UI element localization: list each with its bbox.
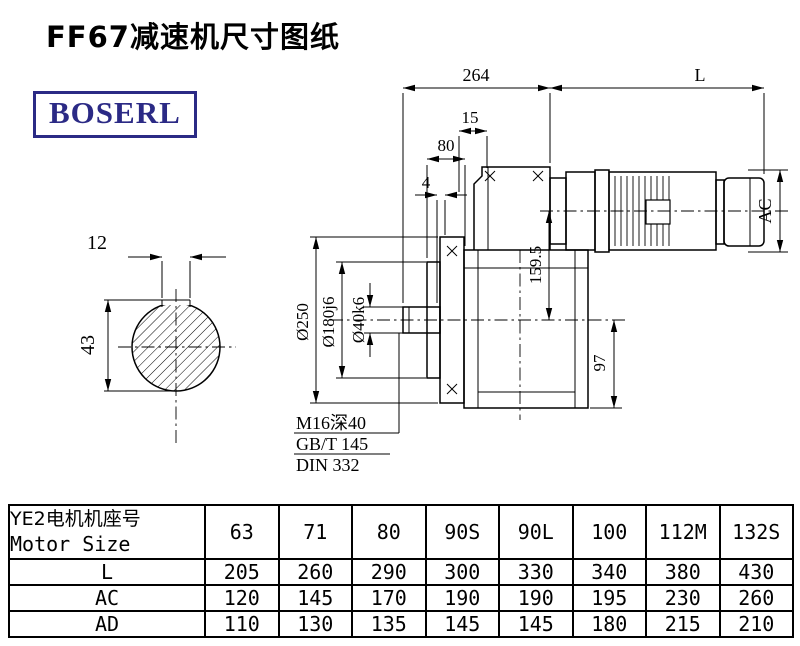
cell: 110 [204,610,280,638]
tapped-hole-note: M16深40 [296,413,366,433]
cell: 135 [351,610,427,638]
cell: 190 [424,584,500,612]
cross-marks [446,170,544,395]
col-header: 90L [498,504,574,560]
motor-size-label-en: Motor Size [10,531,131,556]
motor-rear-bearing [715,179,725,245]
motor-size-label-cn: YE2电机机座号 [10,508,141,531]
technical-drawing: 12 43 [77,65,792,475]
col-header: 100 [571,504,647,560]
cell: 290 [351,558,427,586]
page-title: FF67减速机尺寸图纸 [46,20,340,54]
cell: 120 [204,584,280,612]
dim-spigot-dia-label: Ø180j6 [319,297,338,348]
cell: 300 [424,558,500,586]
row-label: AD [8,610,206,638]
motor-size-header-cell: YE2电机机座号 Motor Size [8,504,206,560]
cell: 145 [277,584,353,612]
dimensions: 264 L 15 80 4 AC 159.5 97 Ø250 [293,65,788,409]
col-header: 80 [351,504,427,560]
cell: 380 [645,558,721,586]
dim-4-label: 4 [422,173,431,192]
dim-keyway-width: 12 [87,232,226,298]
spec-table: YE2电机机座号 Motor Size 63 71 80 90S 90L 100… [8,504,794,638]
dim-97-label: 97 [590,354,609,372]
keyway-depth-label: 43 [77,335,99,355]
shaft-section-view: 12 43 [77,232,236,443]
cell: 260 [277,558,353,586]
table-row-AC: AC 120 145 170 190 190 195 230 260 [8,584,794,612]
thread-note: M16深40 GB/T 145 DIN 332 [294,333,400,475]
cell: 210 [718,610,794,638]
gearbox-view [402,166,596,409]
cell: 180 [571,610,647,638]
table-row-AD: AD 110 130 135 145 145 180 215 210 [8,610,794,638]
dim-flange-dia-label: Ø250 [293,303,312,341]
cell: 195 [571,584,647,612]
cell: 340 [571,558,647,586]
standard-note-1: GB/T 145 [296,434,368,454]
dim-159-5-label: 159.5 [526,246,545,284]
motor-nameplate [645,199,671,225]
housing-upper [473,166,551,250]
col-header: 63 [204,504,280,560]
dim-15-label: 15 [462,108,479,127]
standard-note-2: DIN 332 [296,455,360,475]
dim-AC-label: AC [755,198,775,223]
fan-cover [723,177,765,247]
cell: 205 [204,558,280,586]
cell: 190 [498,584,574,612]
row-label: L [8,558,206,586]
dim-264-label: 264 [463,65,490,85]
brand-logo: BOSERL [33,91,197,138]
dim-80-label: 80 [438,136,455,155]
cell: 145 [498,610,574,638]
dim-keyway-depth: 43 [77,300,180,392]
cell: 230 [645,584,721,612]
table-row-L: L 205 260 290 300 330 340 380 430 [8,558,794,586]
cell: 330 [498,558,574,586]
keyway-width-label: 12 [87,232,107,254]
row-label: AC [8,584,206,612]
centerlines [330,210,792,420]
cell: 260 [718,584,794,612]
dim-shaft-dia-label: Ø40k6 [349,297,368,343]
housing-lower [463,249,589,409]
col-header: 112M [645,504,721,560]
col-header: 90S [424,504,500,560]
col-header: 132S [718,504,794,560]
table-header-row: YE2电机机座号 Motor Size 63 71 80 90S 90L 100… [8,504,794,560]
col-header: 71 [277,504,353,560]
dim-L-label: L [695,65,706,85]
cell: 130 [277,610,353,638]
cell: 170 [351,584,427,612]
cell: 215 [645,610,721,638]
cell: 145 [424,610,500,638]
cell: 430 [718,558,794,586]
